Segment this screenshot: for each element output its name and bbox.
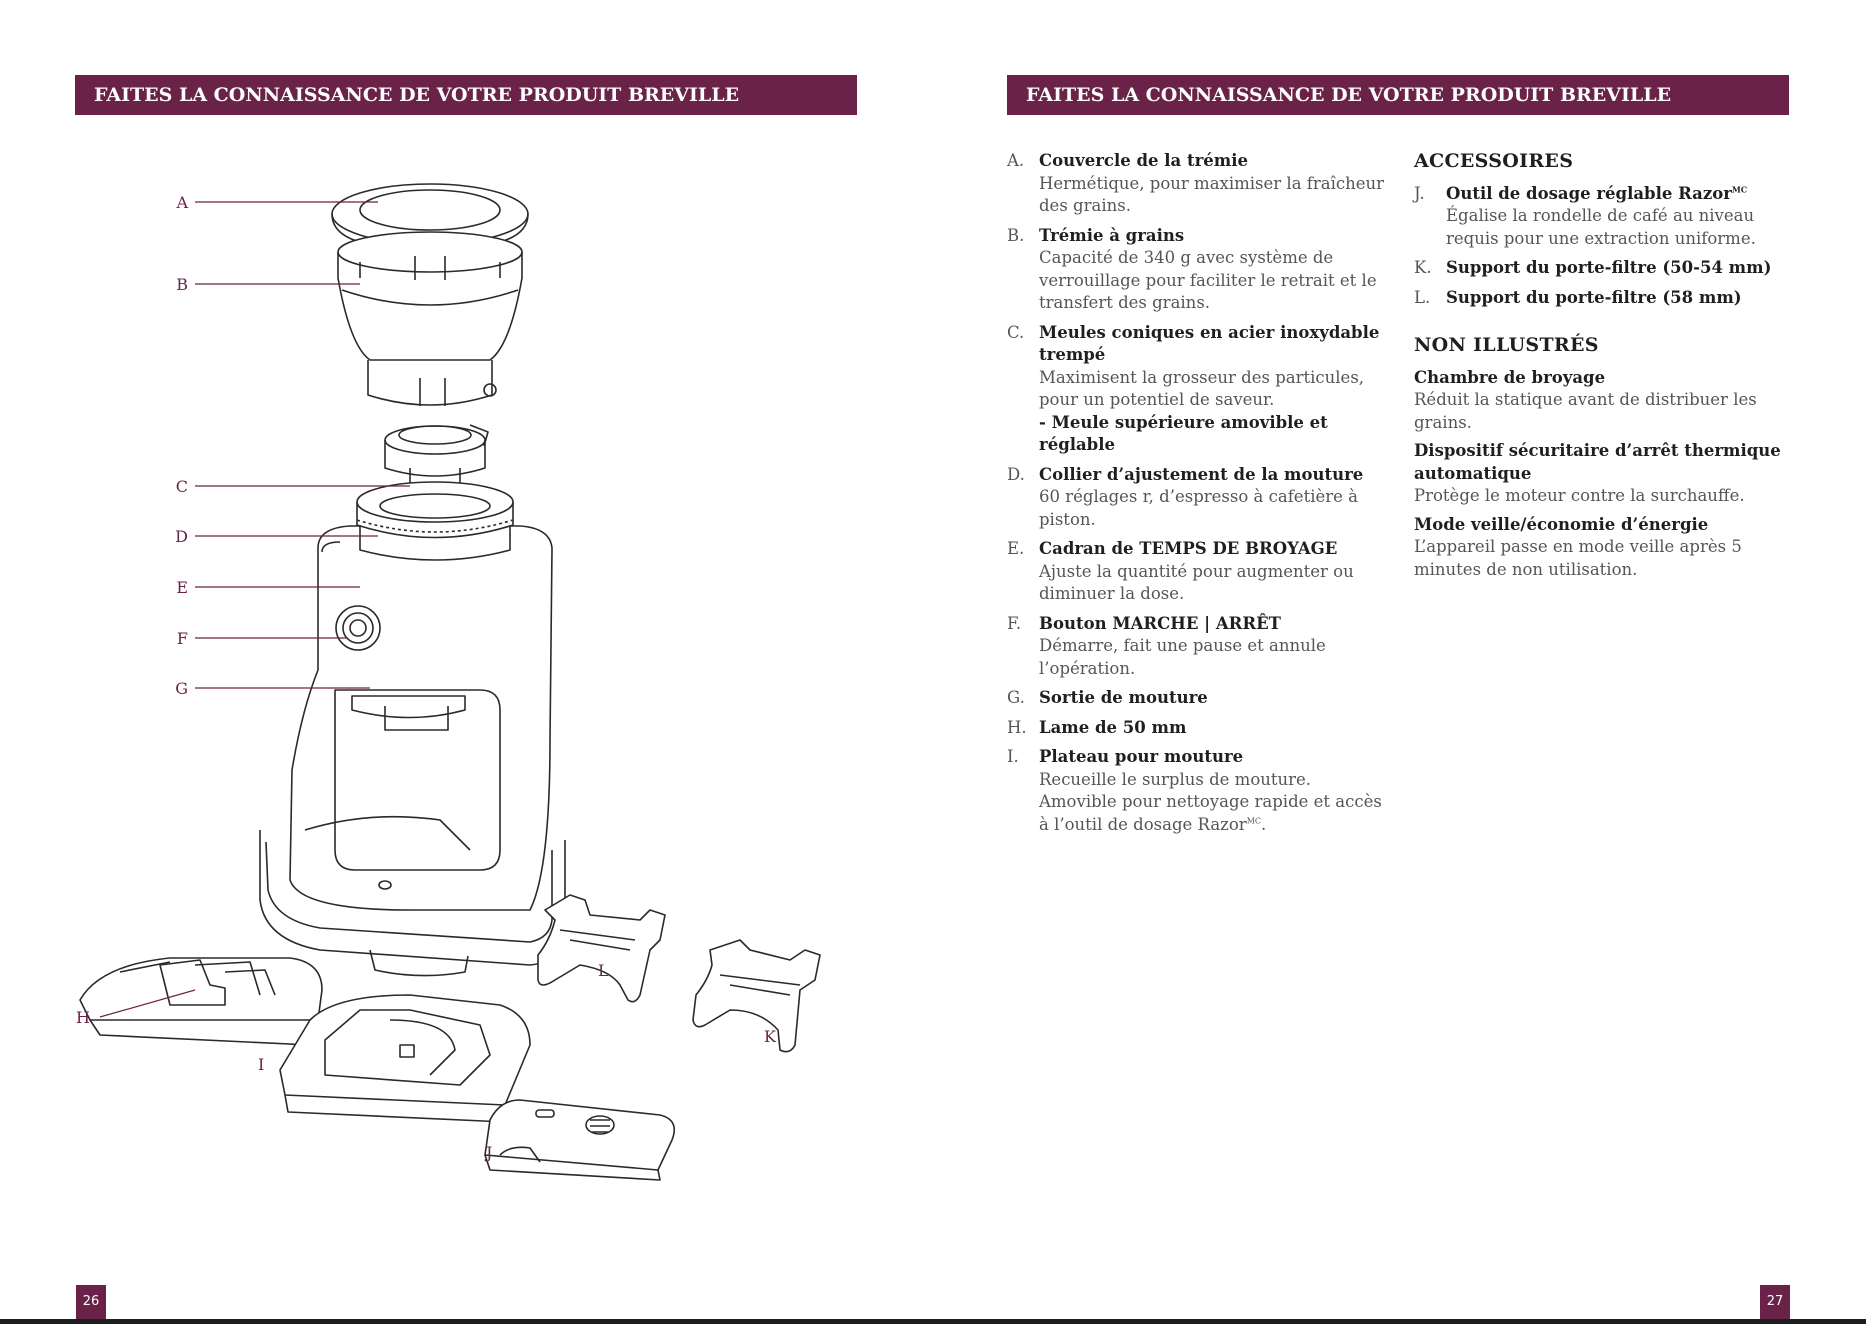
part-g: G. Sortie de mouture [1007, 688, 1208, 707]
hopper-lid [331, 183, 529, 245]
accessories-heading: ACCESSOIRES [1414, 150, 1574, 172]
label-j: J [484, 1143, 492, 1162]
label-c: C [176, 477, 188, 496]
razor-tool [484, 1099, 676, 1181]
not-shown-item: Chambre de broyage Réduit la statique av… [1414, 367, 1757, 432]
label-g: G [175, 679, 188, 698]
grinder-body [289, 525, 553, 911]
label-l: L [598, 961, 609, 980]
page-number-left: 26 [76, 1285, 106, 1319]
accessory-k: K. Support du porte-filtre (50-54 mm) [1414, 258, 1772, 277]
bottom-rule [0, 1319, 1866, 1324]
accessory-l: L. Support du porte-filtre (58 mm) [1414, 287, 1742, 307]
right-page-header: FAITES LA CONNAISSANCE DE VOTRE PRODUIT … [1007, 75, 1789, 115]
label-e: E [176, 578, 188, 597]
label-d: D [175, 527, 188, 546]
label-b: B [176, 275, 188, 294]
grind-collar [356, 481, 514, 539]
product-diagram: A B C D E F G H I J K L [76, 183, 821, 1181]
accessories-column: ACCESSOIRES J. Outil de dosage réglable … [1414, 150, 1794, 587]
part-h: H. Lame de 50 mm [1007, 717, 1187, 737]
label-k: K [764, 1027, 777, 1046]
not-shown-item: Mode veille/économie d’énergie L’apparei… [1414, 514, 1742, 579]
part-c: C. Meules coniques en acier inoxydable t… [1007, 322, 1380, 455]
cradle-50-54 [692, 939, 821, 1053]
grinds-tray [279, 994, 531, 1123]
left-page-header: FAITES LA CONNAISSANCE DE VOTRE PRODUIT … [75, 75, 857, 115]
page-number-right: 27 [1760, 1285, 1790, 1319]
label-f: F [177, 629, 188, 648]
not-shown-heading: NON ILLUSTRÉS [1414, 334, 1599, 356]
not-shown-item: Dispositif sécuritaire d’arrêt thermique… [1414, 441, 1781, 505]
hopper [337, 231, 523, 406]
label-h: H [76, 1008, 90, 1027]
blade-tray [79, 957, 323, 1046]
cradle-58 [537, 894, 666, 1003]
label-i: I [258, 1055, 264, 1074]
label-a: A [175, 193, 188, 212]
